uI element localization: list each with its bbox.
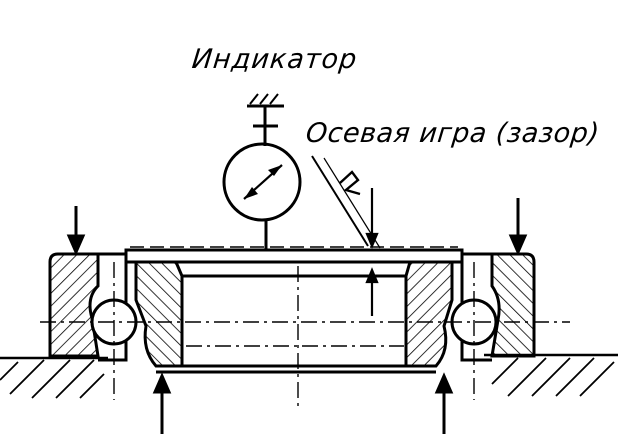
dial-indicator [222,93,302,263]
needle-arrowhead [268,165,282,176]
dial-face [222,142,302,222]
load-arrows [66,198,528,434]
mount-hatch [259,93,269,105]
gap-arrow-down [365,232,379,249]
inner-ring-right-section [404,260,454,368]
inner-ring-top-plate [124,248,464,264]
needle-arrowhead [244,187,258,199]
reaction-arrow-right-head [434,372,454,394]
reaction-arrow-left-head [152,372,172,394]
mount-hatch [249,93,259,105]
center-lines [40,262,570,410]
inner-ring-left-section [134,260,184,368]
inner-ring [124,246,464,374]
gap-marker [339,170,361,196]
load-arrow-left-head [66,234,86,256]
outer-ring-right [460,252,536,362]
load-arrow-right-head [508,234,528,256]
support-base [0,353,618,399]
mount-hatch [269,93,279,105]
ground-hatching [0,357,615,399]
